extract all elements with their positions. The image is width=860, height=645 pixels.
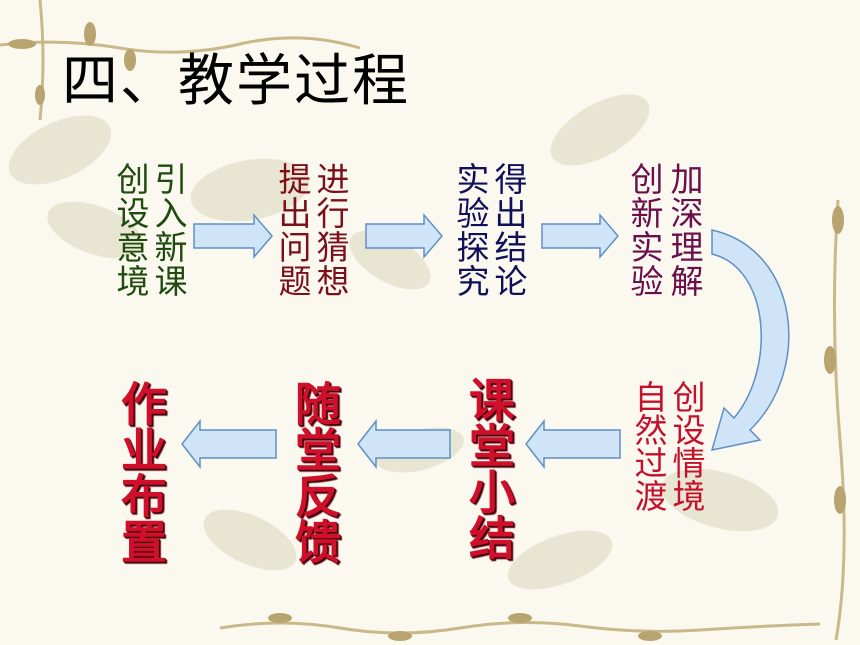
step-3-col-right: 得出结论 xyxy=(489,162,528,298)
step-8-col: 作业布置 xyxy=(114,380,168,564)
arrow-left-2 xyxy=(357,418,451,470)
step-7-col: 随堂反馈 xyxy=(288,380,342,564)
arrow-left-1 xyxy=(525,418,621,470)
step-1-col-right: 引入新课 xyxy=(149,162,188,298)
arrow-curved xyxy=(710,229,790,451)
step-5-col-right: 创设情境 xyxy=(667,380,706,512)
step-4-col-left: 创新实验 xyxy=(625,162,664,298)
arrow-left-3 xyxy=(181,418,277,470)
step-2-col-left: 提出问题 xyxy=(273,162,312,298)
step-2-col-right: 进行猜想 xyxy=(311,162,350,298)
arrow-right-3 xyxy=(541,212,619,260)
step-4-col-right: 加深理解 xyxy=(665,162,704,298)
step-5-col-left: 自然过渡 xyxy=(629,380,668,512)
step-3-col-left: 实验探究 xyxy=(451,162,490,298)
arrow-right-1 xyxy=(193,212,273,260)
step-1-col-left: 创设意境 xyxy=(111,162,150,298)
arrow-right-2 xyxy=(365,212,443,260)
page-title: 四、教学过程 xyxy=(62,49,410,114)
step-6-col: 课堂小结 xyxy=(462,376,516,560)
